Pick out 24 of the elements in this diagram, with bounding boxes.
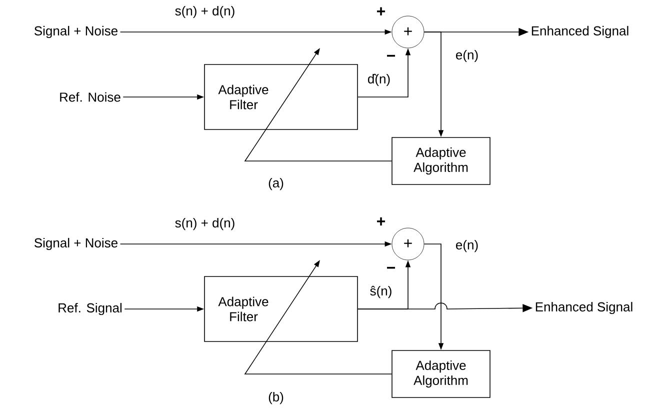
- signal-label: Signal + Noise: [34, 238, 118, 250]
- process-box: Adaptive Filter: [204, 276, 358, 342]
- signal-label: Enhanced Signal: [536, 302, 632, 314]
- process-box: Adaptive Filter: [204, 64, 358, 130]
- sign-label: +: [377, 7, 386, 16]
- summing-junction: +: [392, 16, 424, 48]
- signal-label: Enhanced Signal: [532, 26, 628, 38]
- signal-label: Signal + Noise: [34, 26, 118, 38]
- edge-label: s(n) + d(n): [174, 4, 236, 20]
- panel-label: (a): [268, 178, 284, 190]
- sign-label: −: [387, 266, 396, 269]
- edge-label: e(n): [454, 48, 480, 64]
- sign-label: +: [377, 217, 386, 226]
- sign-label: −: [387, 54, 396, 57]
- signal-label: Ref. Signal: [58, 302, 122, 316]
- process-box: Adaptive Algorithm: [392, 350, 490, 398]
- edge-label: s(n) + d(n): [174, 216, 236, 232]
- edge-label: d̂(n): [366, 72, 392, 88]
- summing-junction: +: [392, 228, 424, 260]
- edge-label: e(n): [454, 238, 480, 254]
- process-box: Adaptive Algorithm: [392, 137, 490, 185]
- panel-label: (b): [268, 392, 284, 404]
- signal-label: Ref. Noise: [60, 92, 120, 102]
- edge-label: ŝ(n): [368, 284, 394, 300]
